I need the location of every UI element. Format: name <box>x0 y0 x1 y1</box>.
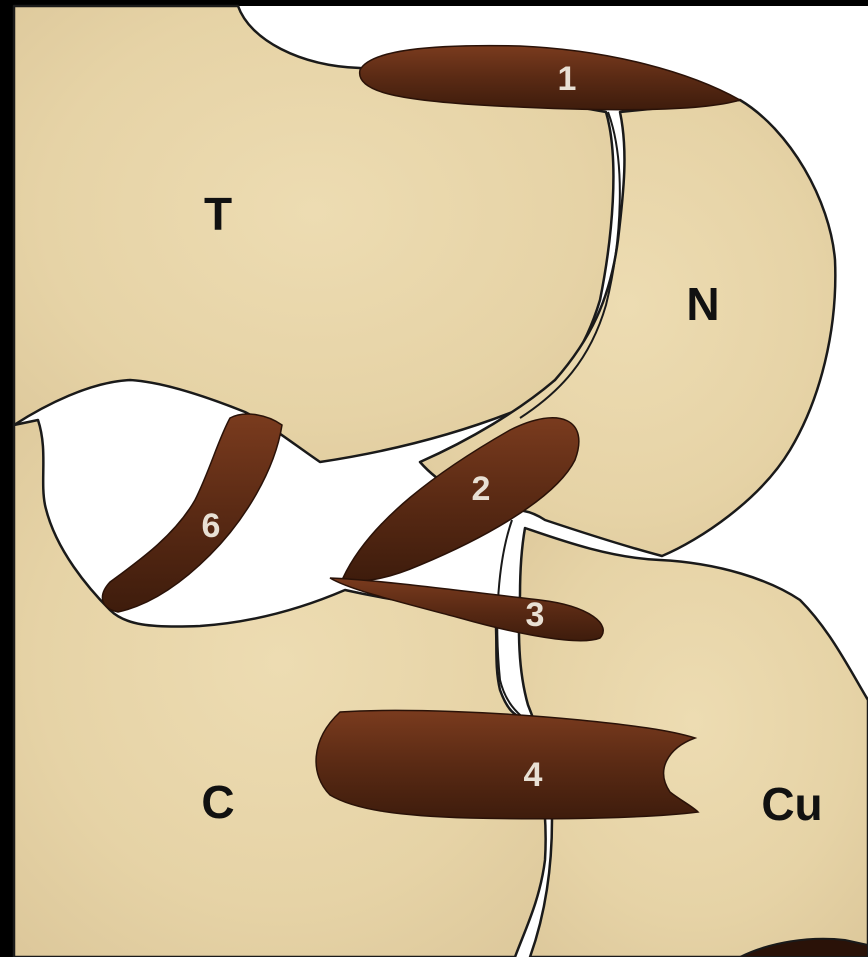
ligament-3-label: 3 <box>526 596 545 634</box>
calcaneus-label: C <box>201 776 234 828</box>
talus-label: T <box>204 188 232 240</box>
ligament-1-label: 1 <box>558 60 577 98</box>
cuboid-label: Cu <box>761 778 822 830</box>
ligament-6-label: 6 <box>202 507 221 545</box>
navicular-label: N <box>686 278 719 330</box>
ligament-4 <box>316 710 698 818</box>
ligament-2-label: 2 <box>472 470 491 508</box>
ligament-4-label: 4 <box>524 756 543 794</box>
